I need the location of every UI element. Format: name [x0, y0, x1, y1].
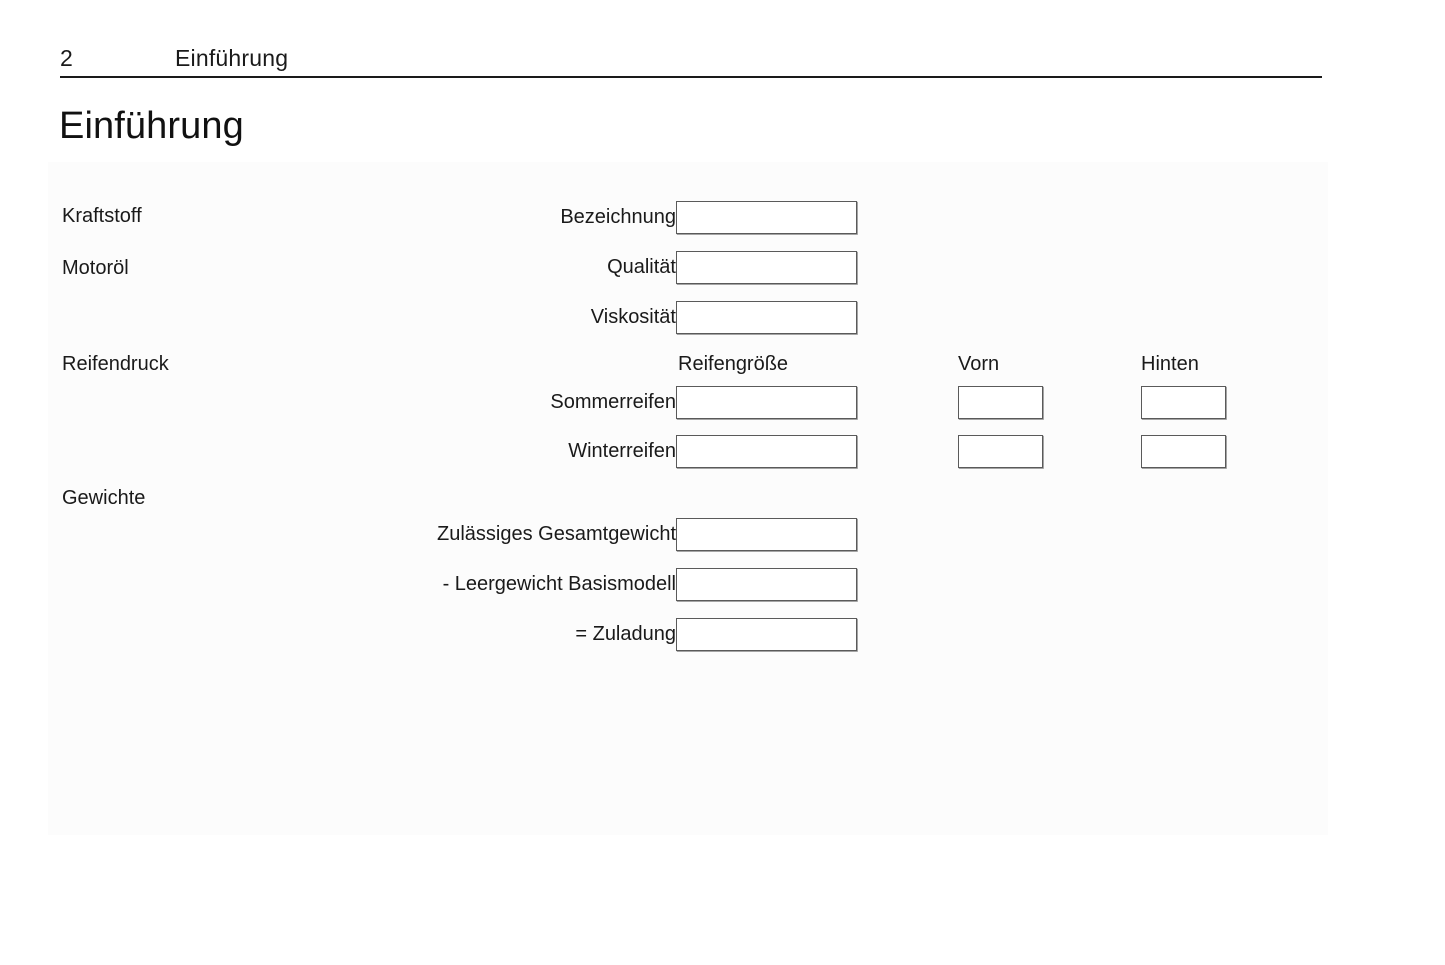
- section-label-kraftstoff: Kraftstoff: [62, 205, 142, 227]
- section-label-reifendruck: Reifendruck: [62, 353, 169, 375]
- column-heading-hinten: Hinten: [1141, 353, 1199, 375]
- input-sommerreifen-vorn[interactable]: [958, 386, 1043, 419]
- row-label-winterreifen: Winterreifen: [568, 440, 676, 462]
- field-label-qualitaet: Qualität: [607, 256, 676, 278]
- running-header: 2 Einführung: [60, 44, 1322, 78]
- row-label-sommerreifen: Sommerreifen: [550, 391, 676, 413]
- input-zuladung[interactable]: [676, 618, 857, 651]
- specification-form-panel: Kraftstoff Bezeichnung Motoröl Qualität …: [48, 162, 1328, 835]
- section-label-motoroel: Motoröl: [62, 257, 129, 279]
- field-label-zuladung: = Zuladung: [575, 623, 676, 645]
- field-label-leergewicht-basismodell: - Leergewicht Basismodell: [442, 573, 676, 595]
- input-winterreifen-hinten[interactable]: [1141, 435, 1226, 468]
- input-qualitaet[interactable]: [676, 251, 857, 284]
- input-leergewicht-basismodell[interactable]: [676, 568, 857, 601]
- input-zulaessiges-gesamtgewicht[interactable]: [676, 518, 857, 551]
- field-label-bezeichnung: Bezeichnung: [560, 206, 676, 228]
- input-sommerreifen-hinten[interactable]: [1141, 386, 1226, 419]
- chapter-name: Einführung: [175, 45, 289, 71]
- field-label-viskositaet: Viskosität: [590, 306, 676, 328]
- page-title: Einführung: [59, 105, 244, 147]
- input-sommerreifen-reifengroesse[interactable]: [676, 386, 857, 419]
- input-bezeichnung[interactable]: [676, 201, 857, 234]
- input-winterreifen-reifengroesse[interactable]: [676, 435, 857, 468]
- column-heading-vorn: Vorn: [958, 353, 1000, 375]
- page-number: 2: [60, 45, 73, 71]
- column-heading-reifengroesse: Reifengröße: [678, 353, 789, 375]
- input-viskositaet[interactable]: [676, 301, 857, 334]
- header-divider: [60, 76, 1322, 78]
- input-winterreifen-vorn[interactable]: [958, 435, 1043, 468]
- field-label-zulaessiges-gesamtgewicht: Zulässiges Gesamtgewicht: [437, 523, 676, 545]
- section-label-gewichte: Gewichte: [62, 487, 146, 509]
